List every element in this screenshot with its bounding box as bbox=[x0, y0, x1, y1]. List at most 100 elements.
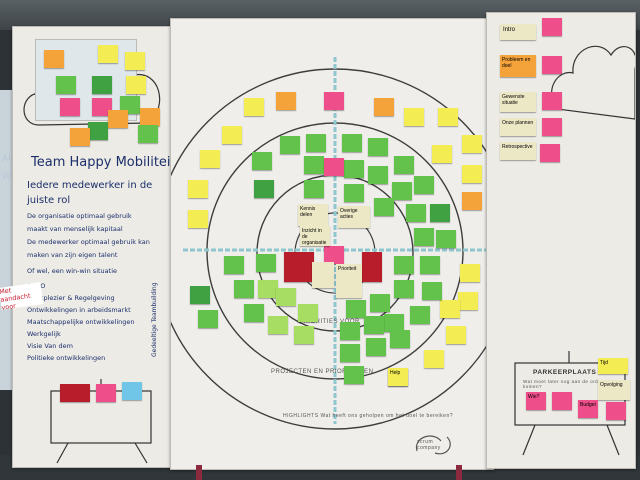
sticky-note[interactable] bbox=[346, 300, 366, 318]
sticky-note[interactable] bbox=[44, 50, 64, 68]
sticky-note[interactable] bbox=[462, 192, 482, 210]
sticky-note[interactable] bbox=[446, 326, 466, 344]
sticky-note[interactable] bbox=[268, 316, 288, 334]
sticky-note[interactable] bbox=[430, 204, 450, 222]
sticky-note[interactable] bbox=[198, 310, 218, 328]
sticky-note[interactable] bbox=[294, 326, 314, 344]
sticky-note[interactable] bbox=[392, 182, 412, 200]
sticky-note[interactable] bbox=[424, 350, 444, 368]
sticky-note[interactable] bbox=[258, 280, 278, 298]
sticky-note[interactable] bbox=[394, 256, 414, 274]
sticky-note[interactable] bbox=[390, 330, 410, 348]
sticky-note[interactable] bbox=[462, 135, 482, 153]
sticky-note[interactable] bbox=[234, 280, 254, 298]
sticky-note[interactable] bbox=[436, 230, 456, 248]
sticky-note[interactable] bbox=[394, 280, 414, 298]
sticky-note[interactable] bbox=[344, 160, 364, 178]
sticky-note[interactable] bbox=[324, 92, 344, 110]
sticky-note[interactable] bbox=[70, 128, 90, 146]
sticky-note[interactable] bbox=[420, 256, 440, 274]
sticky-note[interactable] bbox=[374, 98, 394, 116]
parking-note-1[interactable]: Tijd bbox=[598, 358, 628, 374]
sticky-note[interactable] bbox=[394, 156, 414, 174]
sticky-note[interactable] bbox=[340, 322, 360, 340]
sticky-note[interactable] bbox=[254, 180, 274, 198]
parking-note-3[interactable]: Wie? bbox=[526, 392, 546, 410]
sticky-note[interactable] bbox=[244, 304, 264, 322]
sticky-note[interactable] bbox=[122, 382, 142, 400]
sticky-note[interactable] bbox=[252, 152, 272, 170]
center-note-2[interactable]: Overige acties bbox=[338, 206, 370, 228]
sticky-note[interactable] bbox=[432, 145, 452, 163]
sticky-note[interactable] bbox=[440, 300, 460, 318]
sticky-note[interactable] bbox=[540, 144, 560, 162]
sticky-note[interactable] bbox=[422, 282, 442, 300]
sticky-note[interactable] bbox=[304, 156, 324, 174]
sticky-note[interactable] bbox=[98, 45, 118, 63]
sticky-note[interactable] bbox=[542, 56, 562, 74]
sticky-note[interactable] bbox=[438, 108, 458, 126]
sticky-note[interactable] bbox=[406, 204, 426, 222]
sticky-note[interactable] bbox=[306, 134, 326, 152]
center-note-1[interactable]: Kennis delen bbox=[298, 204, 328, 226]
center-note-4[interactable]: Prioriteit bbox=[336, 264, 362, 298]
sticky-note[interactable] bbox=[366, 338, 386, 356]
sticky-note[interactable] bbox=[284, 252, 314, 282]
sticky-note[interactable] bbox=[125, 52, 145, 70]
sticky-note[interactable] bbox=[364, 316, 384, 334]
agenda-note-situation[interactable]: Gewenste situatie bbox=[500, 92, 536, 112]
sticky-note[interactable] bbox=[384, 314, 404, 332]
sticky-note[interactable] bbox=[312, 262, 334, 288]
sticky-note[interactable] bbox=[92, 76, 112, 94]
sticky-note[interactable] bbox=[410, 306, 430, 324]
bottom-note[interactable]: Help bbox=[388, 368, 408, 386]
sticky-note[interactable] bbox=[200, 150, 220, 168]
sticky-note[interactable] bbox=[460, 264, 480, 282]
agenda-note-plans[interactable]: Onze plannen bbox=[500, 118, 536, 136]
sticky-note[interactable] bbox=[140, 108, 160, 126]
sticky-note[interactable] bbox=[414, 176, 434, 194]
sticky-note[interactable] bbox=[56, 76, 76, 94]
sticky-note[interactable] bbox=[414, 228, 434, 246]
sticky-note[interactable] bbox=[404, 108, 424, 126]
center-note-3[interactable]: Inzicht in de organisatie bbox=[300, 226, 330, 246]
sticky-note[interactable] bbox=[542, 118, 562, 136]
sticky-note[interactable] bbox=[344, 366, 364, 384]
sticky-note[interactable] bbox=[542, 92, 562, 110]
sticky-note[interactable] bbox=[342, 134, 362, 152]
parking-note-2[interactable]: Opvolging bbox=[598, 380, 630, 400]
sticky-note[interactable] bbox=[224, 256, 244, 274]
sticky-note[interactable] bbox=[362, 252, 382, 282]
sticky-note[interactable] bbox=[190, 286, 210, 304]
sticky-note[interactable] bbox=[340, 344, 360, 362]
sticky-note[interactable] bbox=[368, 138, 388, 156]
sticky-note[interactable] bbox=[244, 98, 264, 116]
sticky-note[interactable] bbox=[96, 384, 116, 402]
sticky-note[interactable] bbox=[552, 392, 572, 410]
sticky-note[interactable] bbox=[276, 288, 296, 306]
sticky-note[interactable] bbox=[108, 110, 128, 128]
sticky-note[interactable] bbox=[374, 198, 394, 216]
sticky-note[interactable] bbox=[88, 122, 108, 140]
sticky-note[interactable] bbox=[188, 180, 208, 198]
sticky-note[interactable] bbox=[368, 166, 388, 184]
sticky-note[interactable] bbox=[222, 126, 242, 144]
parking-note-4[interactable]: Budget bbox=[578, 400, 598, 418]
sticky-note[interactable] bbox=[344, 184, 364, 202]
sticky-note[interactable] bbox=[188, 210, 208, 228]
sticky-note[interactable] bbox=[324, 246, 344, 264]
agenda-note-retro[interactable]: Retrospective bbox=[500, 142, 536, 160]
sticky-note[interactable] bbox=[276, 92, 296, 110]
sticky-note[interactable] bbox=[462, 165, 482, 183]
sticky-note[interactable] bbox=[60, 384, 90, 402]
sticky-note[interactable] bbox=[324, 158, 344, 176]
sticky-note[interactable] bbox=[60, 98, 80, 116]
sticky-note[interactable] bbox=[458, 292, 478, 310]
sticky-note[interactable] bbox=[92, 98, 112, 116]
agenda-note-intro[interactable]: Intro bbox=[500, 24, 536, 40]
sticky-note[interactable] bbox=[606, 402, 626, 420]
sticky-note[interactable] bbox=[120, 96, 140, 114]
sticky-note[interactable] bbox=[304, 180, 324, 198]
sticky-note[interactable] bbox=[126, 76, 146, 94]
sticky-note[interactable] bbox=[542, 18, 562, 36]
